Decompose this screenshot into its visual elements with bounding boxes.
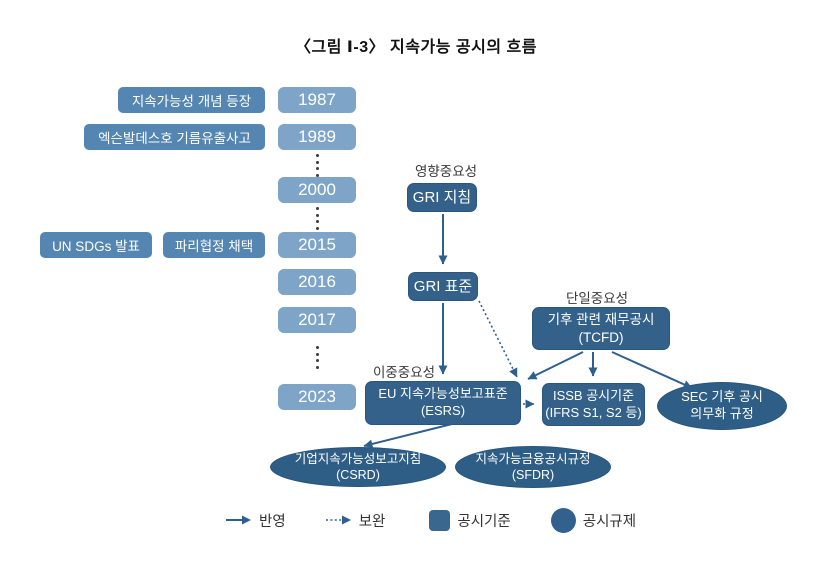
year-1989: 1989: [278, 124, 356, 150]
legend-complement-label: 보완: [358, 513, 386, 530]
node-gri-standard: GRI 표준: [408, 272, 478, 301]
year-2023: 2023: [278, 384, 356, 410]
node-gri-standard-label: GRI 표준: [413, 277, 473, 295]
node-esrs-line1: EU 지속가능성보고표준: [378, 386, 508, 402]
timeline-ellipsis-icon: [314, 154, 320, 177]
legend-reflect-label: 반영: [259, 513, 286, 530]
event-exxon-valdez: 엑슨발데스호 기름유출사고: [84, 124, 265, 150]
node-tcfd-line2: (TCFD): [578, 329, 624, 345]
timeline-ellipsis-icon: [314, 207, 320, 230]
node-sfdr-line2: (SFDR): [511, 468, 555, 482]
year-2015: 2015: [278, 232, 356, 258]
node-sfdr: 지속가능금융공시규정 (SFDR): [455, 446, 611, 488]
legend-regulation-label: 공시규제: [582, 513, 637, 530]
label-impact-materiality: 영향중요성: [414, 164, 478, 179]
legend-standard-label: 공시기준: [457, 513, 511, 530]
arrow-esrs-to-csrd: [363, 423, 453, 449]
event-sustainability-concept: 지속가능성 개념 등장: [118, 87, 265, 113]
year-2000: 2000: [278, 177, 356, 203]
label-single-materiality: 단일중요성: [565, 291, 629, 306]
node-csrd: 기업지속가능성보고지침 (CSRD): [270, 447, 446, 487]
node-sec: SEC 기후 공시 의무화 규정: [657, 382, 787, 430]
node-tcfd-line1: 기후 관련 재무공시: [547, 311, 655, 327]
node-sec-line2: 의무화 규정: [690, 406, 754, 421]
year-1987: 1987: [278, 87, 356, 113]
arrow-dotted-gri-standard-to-esrs: [478, 300, 518, 378]
legend-regulation-circle-icon: [550, 507, 576, 533]
legend: 반영 보완 공시기준 공시규제: [226, 506, 636, 534]
node-tcfd: 기후 관련 재무공시 (TCFD): [532, 307, 670, 350]
node-csrd-line1: 기업지속가능성보고지침: [294, 451, 422, 466]
event-paris-agreement: 파리협정 채택: [163, 232, 265, 258]
timeline-ellipsis-icon: [314, 346, 320, 369]
legend-standard-box-icon: [429, 509, 451, 531]
label-double-materiality: 이중중요성: [372, 365, 436, 380]
arrow-tcfd-to-esrs: [527, 351, 584, 380]
node-issb-line2: (IFRS S1, S2 등): [545, 404, 642, 420]
event-un-sdgs: UN SDGs 발표: [40, 232, 152, 258]
year-2016: 2016: [278, 269, 356, 295]
page-title: 〈그림 Ⅰ-3〉 지속가능 공시의 흐름: [295, 39, 537, 56]
year-2017: 2017: [278, 307, 356, 333]
legend-solid-arrow-icon: [226, 515, 251, 525]
node-esrs: EU 지속가능성보고표준 (ESRS): [365, 381, 521, 425]
node-sfdr-line1: 지속가능금융공시규정: [475, 451, 591, 466]
node-issb: ISSB 공시기준 (IFRS S1, S2 등): [542, 383, 645, 426]
node-gri-guideline: GRI 지침: [407, 183, 477, 212]
node-gri-guideline-label: GRI 지침: [412, 188, 472, 206]
legend-dotted-arrow-icon: [325, 515, 351, 525]
node-esrs-line2: (ESRS): [420, 403, 466, 418]
node-sec-line1: SEC 기후 공시: [681, 389, 763, 405]
node-csrd-line2: (CSRD): [336, 468, 380, 482]
node-issb-line1: ISSB 공시기준: [552, 387, 635, 403]
